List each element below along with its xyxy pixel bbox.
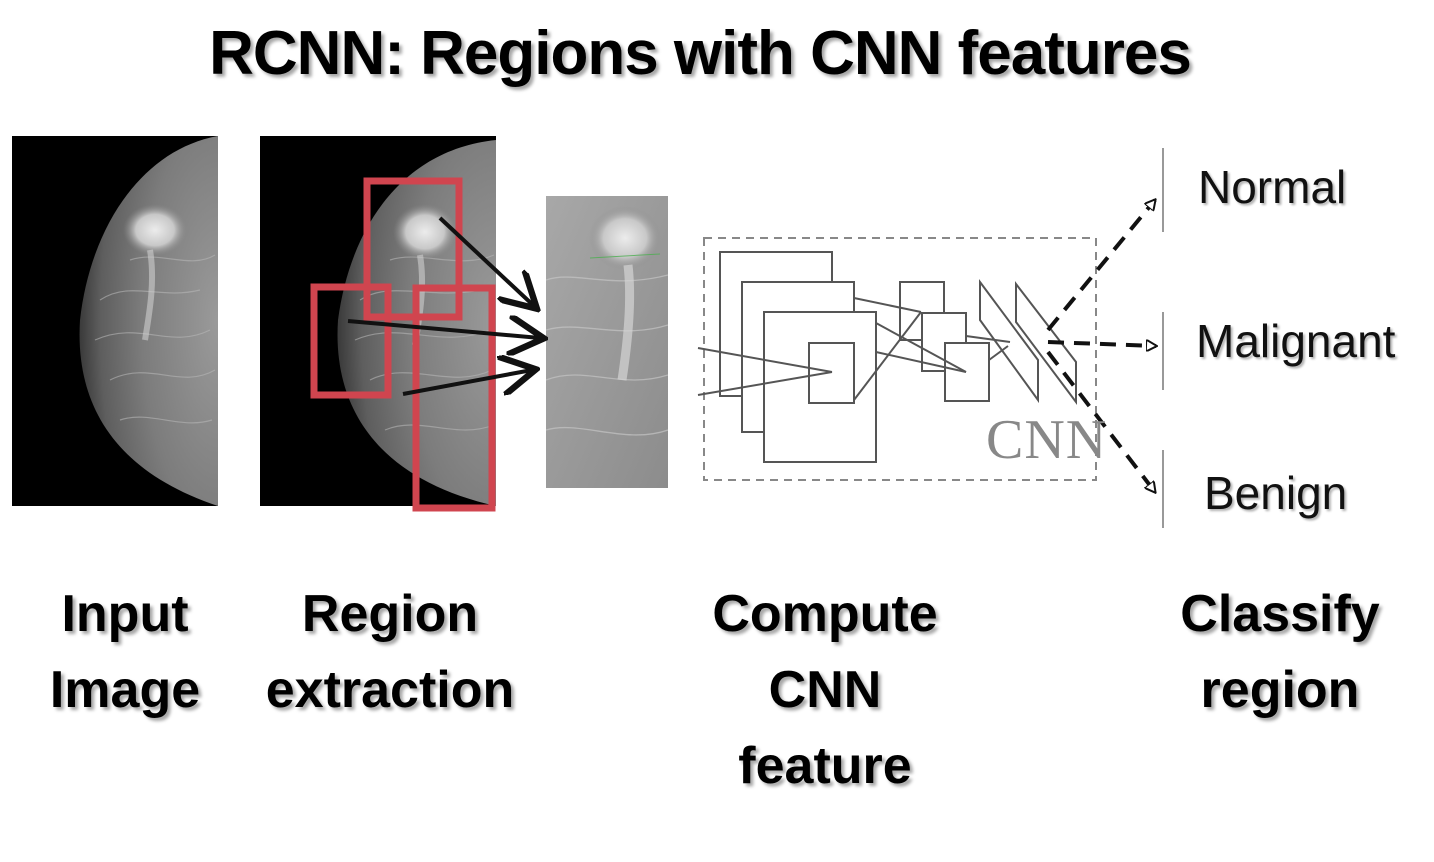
region-to-crop-arrows — [347, 216, 540, 396]
region-proposal-boxes — [310, 177, 496, 512]
caption-compute-line3: feature — [738, 737, 912, 795]
caption-input-line1: Input — [61, 585, 189, 643]
cnn-network-diagram — [697, 237, 1097, 481]
classification-arrows — [1046, 200, 1156, 492]
caption-region-line1: Region — [301, 585, 479, 643]
caption-input-line2: Image — [49, 661, 201, 719]
region-box-2 — [310, 283, 392, 399]
caption-region-line2: extraction — [265, 661, 515, 719]
cnn-label: CNN — [986, 409, 1108, 471]
caption-compute-cnn-feature: Compute CNN feature — [680, 576, 970, 804]
output-normal: Normal — [1198, 161, 1347, 213]
diagram-title: RCNN: Regions with CNN features — [209, 19, 1192, 88]
caption-region-extraction: Region extraction — [240, 576, 540, 728]
caption-compute-line1: Compute — [712, 585, 938, 643]
output-malignant: Malignant — [1196, 315, 1396, 367]
caption-classify-line2: region — [1200, 661, 1360, 719]
caption-compute-line2: CNN — [768, 661, 882, 719]
region-box-3 — [412, 284, 496, 512]
caption-classify-region: Classify region — [1150, 576, 1410, 728]
output-benign: Benign — [1204, 467, 1348, 519]
cropped-region-image — [546, 196, 668, 488]
region-mammogram-image — [260, 136, 496, 506]
caption-classify-line1: Classify — [1180, 585, 1380, 643]
input-mammogram-image — [12, 136, 218, 506]
caption-input-image: Input Image — [20, 576, 230, 728]
